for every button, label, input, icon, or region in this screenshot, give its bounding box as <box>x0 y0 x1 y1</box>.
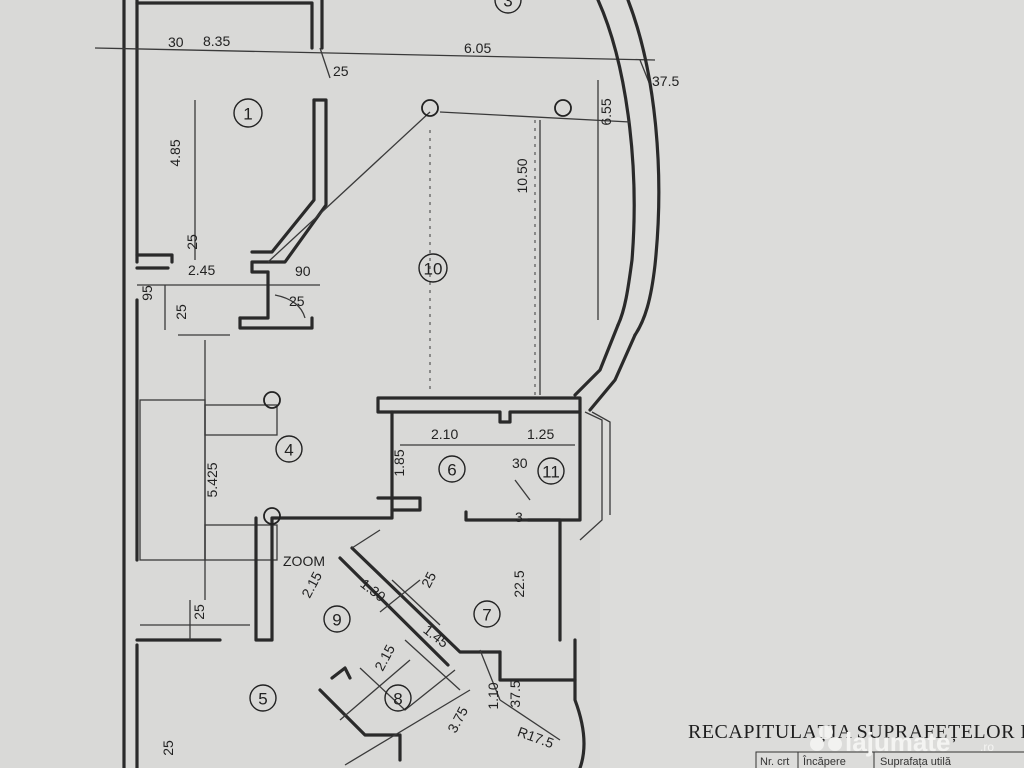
svg-text:2.45: 2.45 <box>188 262 215 278</box>
columns <box>263 99 572 525</box>
svg-text:5: 5 <box>258 690 267 709</box>
svg-text:6: 6 <box>447 461 456 480</box>
room-label-3: 3 <box>494 0 522 14</box>
svg-text:37.5: 37.5 <box>507 680 523 707</box>
svg-text:30: 30 <box>512 455 528 471</box>
room-label-9: 9 <box>323 605 351 633</box>
svg-text:6.55: 6.55 <box>598 98 614 125</box>
room-label-8: 8 <box>384 684 412 712</box>
room-label-7: 7 <box>473 600 501 628</box>
outer-walls-left <box>122 0 139 768</box>
svg-text:10: 10 <box>424 260 443 279</box>
svg-text:25: 25 <box>173 304 189 320</box>
svg-text:25: 25 <box>160 740 176 756</box>
svg-text:95: 95 <box>139 285 155 301</box>
recap-col-area: Suprafața utilă <box>880 756 952 768</box>
svg-text:2.10: 2.10 <box>431 426 458 442</box>
top-walls <box>94 0 656 86</box>
angled-corridor-walls <box>318 529 586 768</box>
svg-text:6.05: 6.05 <box>464 40 491 56</box>
svg-text:25: 25 <box>184 234 200 250</box>
svg-text:7: 7 <box>482 606 491 625</box>
svg-text:4: 4 <box>284 441 293 460</box>
room-label-4: 4 <box>275 435 303 463</box>
curved-facade-wall <box>573 0 661 412</box>
staircase <box>139 399 278 561</box>
room-label-11: 11 <box>537 457 565 485</box>
watermark-brand: lajumate <box>845 727 951 757</box>
svg-text:8.35: 8.35 <box>203 33 230 49</box>
svg-text:25: 25 <box>191 604 207 620</box>
room-1-walls <box>135 98 328 330</box>
svg-text:1.25: 1.25 <box>527 426 554 442</box>
watermark-tld: .ro <box>980 740 994 754</box>
room-numbers: 3 1 10 4 6 11 9 7 8 5 <box>233 0 565 712</box>
svg-text:8: 8 <box>393 690 402 709</box>
svg-text:4.85: 4.85 <box>167 139 183 166</box>
room-label-10: 10 <box>418 253 448 283</box>
svg-text:9: 9 <box>332 611 341 630</box>
recap-table: RECAPITULAȚIA SUPRAFEȚELOR PART Nr. crt … <box>688 721 1024 768</box>
room-label-1: 1 <box>233 98 263 128</box>
svg-text:90: 90 <box>295 263 311 279</box>
svg-text:1: 1 <box>243 105 252 124</box>
recap-table-title: RECAPITULAȚIA SUPRAFEȚELOR PART <box>688 721 1024 743</box>
lajumate-watermark: lajumate .ro <box>810 725 994 757</box>
svg-text:10.50: 10.50 <box>514 158 530 193</box>
dimension-labels: 30 8.35 6.05 25 37.5 4.85 6.55 10.50 25 … <box>139 33 679 756</box>
svg-text:37.5: 37.5 <box>652 73 679 89</box>
svg-text:ZOOM: ZOOM <box>283 553 325 569</box>
room-label-5: 5 <box>249 684 277 712</box>
lajumate-logo-icon <box>810 725 842 751</box>
recap-col-room: Încăpere <box>802 755 846 768</box>
svg-text:1.10: 1.10 <box>485 682 501 709</box>
svg-text:3: 3 <box>515 509 523 525</box>
svg-text:5.425: 5.425 <box>204 462 220 497</box>
recap-col-nr: Nr. crt <box>760 756 789 768</box>
room-4-5-9-walls <box>135 508 562 642</box>
svg-text:11: 11 <box>542 463 560 482</box>
room-label-6: 6 <box>438 455 466 483</box>
svg-text:1.85: 1.85 <box>391 449 407 476</box>
svg-text:22.5: 22.5 <box>511 570 527 597</box>
svg-text:30: 30 <box>168 34 184 50</box>
dimension-lines <box>164 80 599 600</box>
svg-text:3: 3 <box>503 0 512 11</box>
svg-text:25: 25 <box>333 63 349 79</box>
svg-text:25: 25 <box>418 569 440 590</box>
svg-text:25: 25 <box>289 293 305 309</box>
